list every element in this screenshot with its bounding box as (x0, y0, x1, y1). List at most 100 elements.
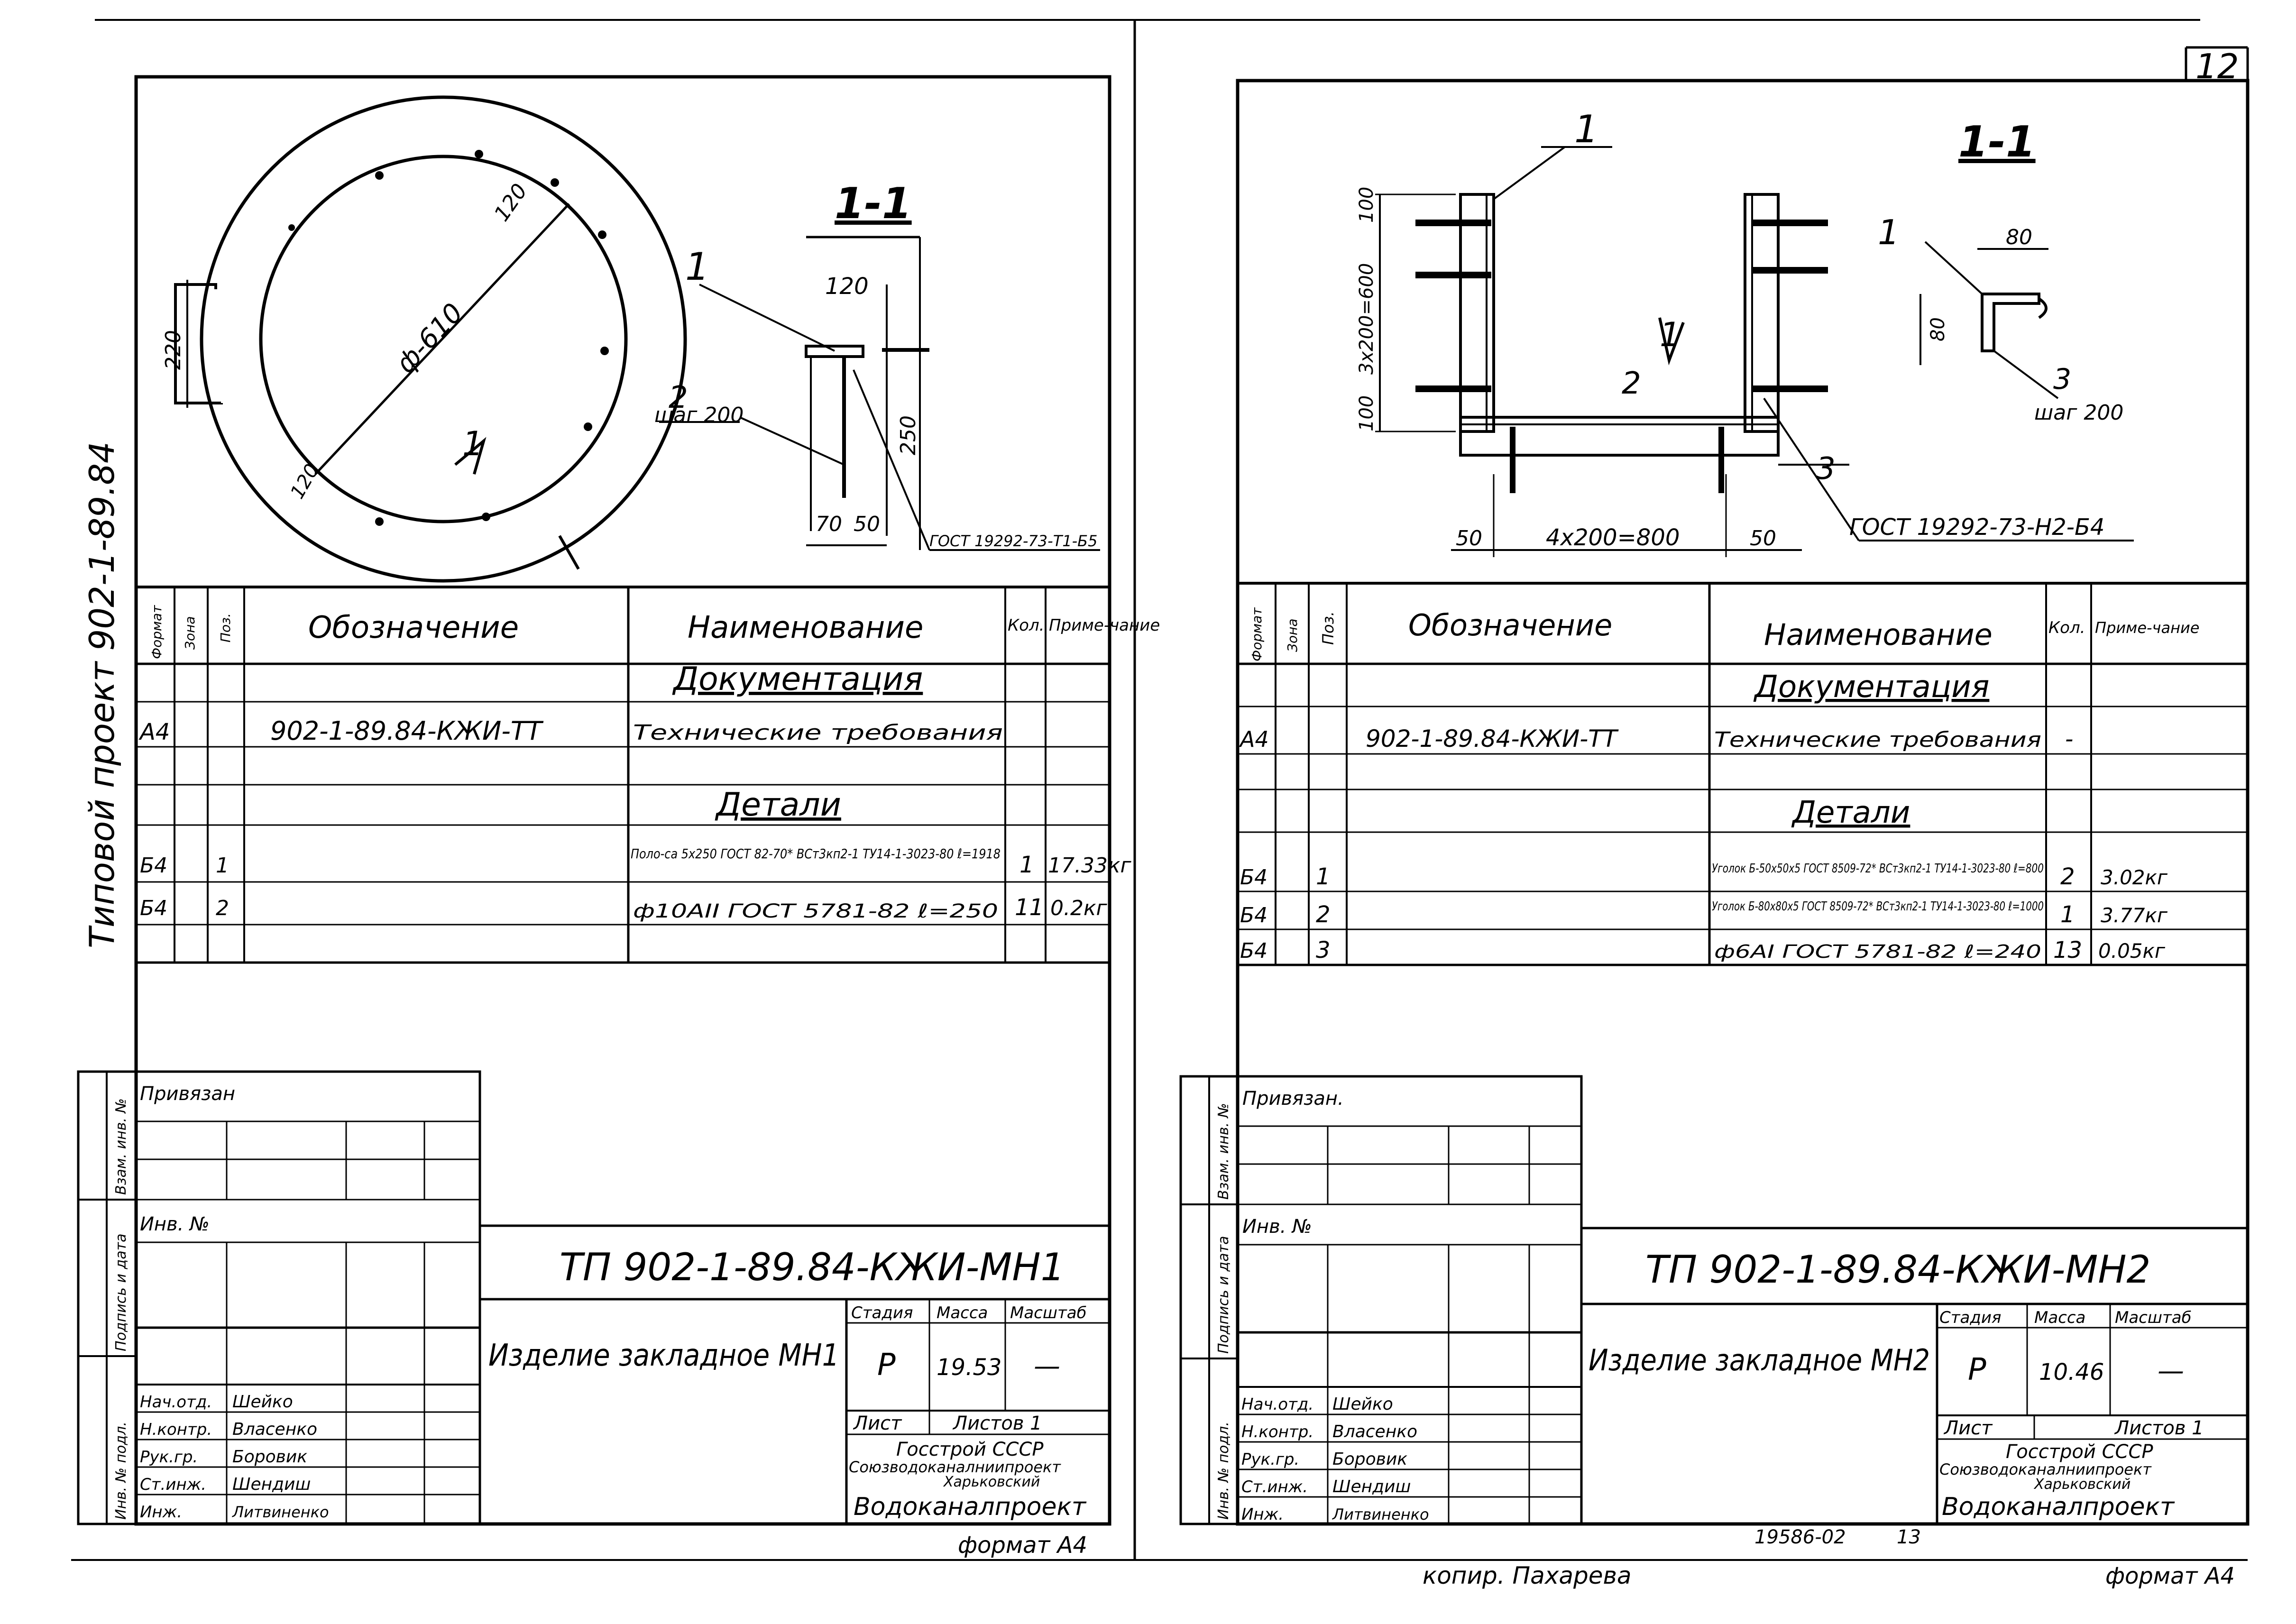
left-dim-50: 50 (854, 512, 880, 536)
left-scale: — (1034, 1351, 1060, 1382)
right-callout-2: 2 (1622, 366, 1641, 401)
right-p2-name: Боровик (1332, 1450, 1407, 1469)
right-dim-4x200: 4х200=800 (1546, 524, 1680, 551)
right-side-label-2: Инв. № подл. (1215, 1422, 1232, 1520)
left-privyazan: Привязан (140, 1083, 235, 1105)
left-dim-70: 70 (816, 512, 842, 536)
left-p4-role: Инж. (140, 1503, 182, 1522)
right-callout-3b: 3 (2053, 363, 2071, 396)
right-p4-role: Инж. (1241, 1505, 1284, 1524)
right-stage-h: Стадия (1939, 1308, 2001, 1327)
right-r1-qty: 2 (2060, 863, 2075, 890)
right-r3-note: 0.05кг (2098, 939, 2166, 963)
left-stamp-title: Изделие закладное МН1 (488, 1338, 839, 1373)
right-r3-pos: 3 (1316, 937, 1331, 963)
left-p3-role: Ст.инж. (140, 1475, 206, 1494)
right-r3-name: ф6АI ГОСТ 5781-82 ℓ=240 (1714, 941, 2041, 962)
right-r2-pos: 2 (1316, 901, 1331, 928)
right-th-qty: Кол. (2048, 618, 2085, 637)
left-org-1: Союзводоканалниипроект (849, 1458, 1061, 1476)
right-r0-designation: 902-1-89.84-КЖИ-ТТ (1366, 725, 1619, 752)
right-stamp-title: Изделие закладное МН2 (1589, 1343, 1930, 1377)
right-p1-name: Власенко (1332, 1422, 1417, 1441)
right-scale-h: Масштаб (2115, 1308, 2192, 1327)
right-org-1: Союзводоканалниипроект (1939, 1460, 2152, 1478)
right-copier: копир. Пахарева (1423, 1562, 1632, 1589)
right-sect-details: Детали (1791, 795, 1910, 830)
right-table-row: Б4 3 ф6АI ГОСТ 5781-82 ℓ=240 13 0.05кг (1240, 937, 2166, 963)
right-r1-pos: 1 (1316, 863, 1331, 890)
left-th-pos: Поз. (218, 613, 233, 642)
angle-frame-drawing (1375, 146, 2134, 557)
left-side-label-1: Подпись и дата (113, 1234, 129, 1352)
left-dim-120b: 120 (286, 460, 323, 503)
right-archive: 19586-02 (1754, 1526, 1846, 1548)
right-archive-n: 13 (1897, 1526, 1921, 1548)
right-mass: 10.46 (2039, 1359, 2104, 1385)
left-dim-h250: 250 (896, 415, 920, 455)
left-p1-name: Власенко (232, 1420, 317, 1439)
right-sheets-h: Листов 1 (2114, 1417, 2204, 1439)
left-stage-h: Стадия (851, 1303, 913, 1322)
left-dim-220: 220 (161, 330, 185, 370)
right-dim-80v: 80 (1927, 317, 1949, 341)
left-th-note: Приме-чание (1049, 616, 1160, 635)
right-scale: — (2158, 1356, 2184, 1386)
right-r2-qty: 1 (2060, 901, 2075, 928)
left-inv: Инв. № (140, 1213, 210, 1235)
right-p1-role: Н.контр. (1241, 1422, 1313, 1441)
left-r0-name: Технические требования (633, 721, 1003, 745)
left-mass: 19.53 (937, 1354, 1001, 1381)
left-mass-h: Масса (937, 1303, 988, 1322)
right-step-label: шаг 200 (2034, 401, 2123, 425)
right-r2-format: Б4 (1240, 903, 1267, 927)
right-r0-format: А4 (1239, 726, 1269, 752)
right-table-row: Б4 1 Уголок Б-50х50х5 ГОСТ 8509-72* ВСт3… (1240, 862, 2168, 890)
right-th-zone: Зона (1285, 618, 1300, 652)
right-gost-label: ГОСТ 19292-73-Н2-Б4 (1849, 514, 2104, 541)
left-th-zone: Зона (182, 616, 198, 650)
left-section-mark: 1 (462, 424, 484, 463)
right-p4-name: Литвиненко (1332, 1505, 1429, 1523)
right-r2-note: 3.77кг (2101, 904, 2168, 927)
right-r0-qty: - (2065, 726, 2073, 752)
right-p3-name: Шендиш (1332, 1477, 1411, 1496)
right-th-format: Формат (1249, 607, 1265, 661)
left-org-0: Госстрой СССР (896, 1439, 1044, 1460)
right-format: формат А4 (2105, 1563, 2235, 1589)
right-callout-1b: 1 (1878, 212, 1900, 252)
right-p3-role: Ст.инж. (1241, 1477, 1308, 1496)
left-sheet-h: Лист (853, 1413, 902, 1434)
left-p0-name: Шейко (232, 1392, 293, 1412)
right-th-designation: Обозначение (1408, 608, 1612, 642)
right-sheet-number: 12 (2195, 46, 2239, 86)
left-th-name: Наименование (688, 610, 923, 645)
left-p1-role: Н.контр. (140, 1420, 212, 1439)
right-dim-50: 50 (1456, 526, 1482, 551)
right-r0-name: Технические требования (1714, 728, 2041, 752)
right-stamp-code: ТП 902-1-89.84-КЖИ-МН2 (1645, 1248, 2150, 1292)
left-side-label-0: Взам. инв. № (113, 1098, 129, 1195)
left-project-side-label: Типовой проект 902-1-89.84 (82, 441, 122, 948)
right-stage: Р (1968, 1352, 1986, 1387)
right-dim-3x200: 3х200=600 (1356, 263, 1378, 375)
left-r1-format: Б4 (140, 853, 167, 878)
left-dim-w120: 120 (825, 273, 869, 300)
left-r2-format: Б4 (140, 896, 167, 920)
left-r2-name: ф10АII ГОСТ 5781-82 ℓ=250 (633, 900, 998, 922)
left-r2-qty: 11 (1015, 894, 1044, 921)
right-section-label: 1-1 (1958, 117, 2036, 167)
left-r2-note: 0.2кг (1050, 896, 1108, 920)
left-r1-name: Поло-са 5х250 ГОСТ 82-70* ВСт3кп2-1 ТУ14… (631, 846, 1001, 862)
left-p3-name: Шендиш (232, 1475, 311, 1494)
right-p0-role: Нач.отд. (1241, 1395, 1313, 1414)
right-th-pos: Поз. (1319, 611, 1337, 645)
right-inv: Инв. № (1242, 1216, 1312, 1238)
left-p2-name: Боровик (232, 1447, 307, 1467)
left-th-designation: Обозначение (308, 610, 519, 645)
left-side-label-2: Инв. № подл. (113, 1422, 129, 1520)
left-callout-2: 2 (669, 380, 688, 415)
right-org-3: Водоканалпроект (1942, 1493, 2175, 1521)
ring-plate-drawing (174, 95, 687, 583)
